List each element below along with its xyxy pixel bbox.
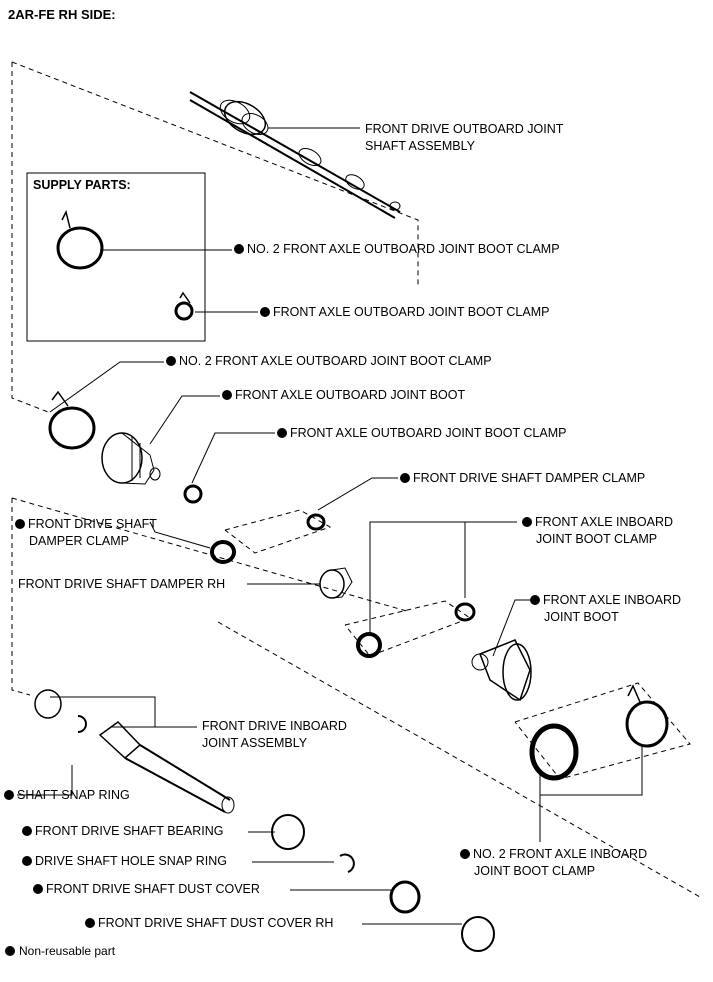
label-line-1: FRONT DRIVE INBOARD [202,719,347,733]
hole-snap-ring-drawing [339,853,355,873]
label-inboard-boot: FRONT AXLE INBOARD JOINT BOOT [530,592,681,626]
label-bearing: FRONT DRIVE SHAFT BEARING [22,823,223,840]
label-damper-clamp-right: FRONT DRIVE SHAFT DAMPER CLAMP [400,470,645,487]
inboard-clamp-left-drawing [356,632,382,658]
non-reusable-dot-icon [222,390,232,400]
non-reusable-dot-icon [5,946,15,956]
label-supply-no2-clamp: NO. 2 FRONT AXLE OUTBOARD JOINT BOOT CLA… [234,241,560,258]
label-line-1: FRONT DRIVE SHAFT [28,517,157,531]
damper-rh-drawing [319,567,353,599]
label-text: DRIVE SHAFT HOLE SNAP RING [35,854,227,868]
label-outboard-boot: FRONT AXLE OUTBOARD JOINT BOOT [222,387,465,404]
label-line-2: DAMPER CLAMP [29,534,130,548]
label-outboard-clamp: FRONT AXLE OUTBOARD JOINT BOOT CLAMP [277,425,566,442]
label-line-2: JOINT BOOT [544,610,619,624]
non-reusable-dot-icon [33,884,43,894]
label-line-1: FRONT DRIVE OUTBOARD JOINT [365,122,564,136]
non-reusable-dot-icon [460,849,470,859]
leader-lines [17,127,643,925]
label-text: FRONT AXLE OUTBOARD JOINT BOOT CLAMP [290,426,567,440]
label-line-2: JOINT BOOT CLAMP [474,864,596,878]
outboard-boot-drawing [101,432,161,485]
dust-cover-drawing [389,880,421,914]
non-reusable-dot-icon [22,856,32,866]
label-no2-outboard-clamp: NO. 2 FRONT AXLE OUTBOARD JOINT BOOT CLA… [166,353,492,370]
snap-ring-drawing [77,715,87,733]
damper-clamp-left-drawing [210,540,236,564]
label-text: FRONT DRIVE SHAFT DAMPER CLAMP [413,471,646,485]
label-damper-clamp-left: FRONT DRIVE SHAFT DAMPER CLAMP [15,516,157,550]
label-line-2: JOINT BOOT CLAMP [536,532,658,546]
no2-outboard-clamp-drawing [48,390,96,450]
non-reusable-dot-icon [400,473,410,483]
label-hole-snap-ring: DRIVE SHAFT HOLE SNAP RING [22,853,227,870]
non-reusable-dot-icon [22,826,32,836]
legend-text: Non-reusable part [19,944,116,958]
label-text: FRONT AXLE OUTBOARD JOINT BOOT CLAMP [273,305,550,319]
non-reusable-dot-icon [4,790,14,800]
outboard-clamp-drawing [183,484,203,504]
label-line-1: NO. 2 FRONT AXLE INBOARD [473,847,648,861]
label-line-2: JOINT ASSEMBLY [202,736,308,750]
inboard-boot-drawing [471,639,532,702]
label-dust-cover: FRONT DRIVE SHAFT DUST COVER [33,881,260,898]
non-reusable-dot-icon [522,517,532,527]
non-reusable-dot-icon [260,307,270,317]
label-outboard-shaft: FRONT DRIVE OUTBOARD JOINT SHAFT ASSEMBLY [365,121,563,155]
label-text: NO. 2 FRONT AXLE OUTBOARD JOINT BOOT CLA… [179,354,492,368]
non-reusable-dot-icon [530,595,540,605]
label-damper-rh: FRONT DRIVE SHAFT DAMPER RH [18,577,226,591]
label-text: SHAFT SNAP RING [17,788,130,802]
supply-parts-title: SUPPLY PARTS: [33,178,131,192]
label-line-2: SHAFT ASSEMBLY [365,139,475,153]
inboard-joint-assembly-drawing [98,721,235,814]
label-inboard-joint: FRONT DRIVE INBOARD JOINT ASSEMBLY [202,718,347,752]
supply-clamp-drawing [174,291,194,321]
no2-inboard-clamp-right-drawing [625,684,669,748]
non-reusable-dot-icon [166,356,176,366]
label-text: NO. 2 FRONT AXLE OUTBOARD JOINT BOOT CLA… [247,242,560,256]
no2-inboard-clamp-left-drawing [529,723,579,781]
dust-cover-rh-drawing [461,916,495,952]
label-no2-inboard-clamp: NO. 2 FRONT AXLE INBOARD JOINT BOOT CLAMP [460,846,647,880]
non-reusable-dot-icon [85,918,95,928]
inboard-clamp-right-drawing [454,602,476,622]
non-reusable-dot-icon [234,244,244,254]
label-supply-clamp: FRONT AXLE OUTBOARD JOINT BOOT CLAMP [260,304,549,321]
label-inboard-clamp: FRONT AXLE INBOARD JOINT BOOT CLAMP [522,514,673,548]
outboard-joint-shaft-assembly [189,91,401,219]
legend: Non-reusable part [5,944,115,958]
bearing-drawing [271,814,305,850]
non-reusable-dot-icon [277,428,287,438]
page-title: 2AR-FE RH SIDE: [8,7,116,22]
supply-no2-clamp-drawing [56,209,104,270]
label-line-1: FRONT AXLE INBOARD [543,593,681,607]
label-text: FRONT AXLE OUTBOARD JOINT BOOT [235,388,466,402]
label-text: FRONT DRIVE SHAFT DUST COVER RH [98,916,334,930]
label-snap-ring: SHAFT SNAP RING [4,787,130,804]
label-text: FRONT DRIVE SHAFT DUST COVER [46,882,260,896]
inner-nut-drawing [34,689,62,719]
supply-parts-box [26,172,206,342]
label-dust-cover-rh: FRONT DRIVE SHAFT DUST COVER RH [85,915,333,932]
label-line-1: FRONT AXLE INBOARD [535,515,673,529]
non-reusable-dot-icon [15,519,25,529]
damper-clamp-right-drawing [306,513,326,531]
label-text: FRONT DRIVE SHAFT BEARING [35,824,224,838]
